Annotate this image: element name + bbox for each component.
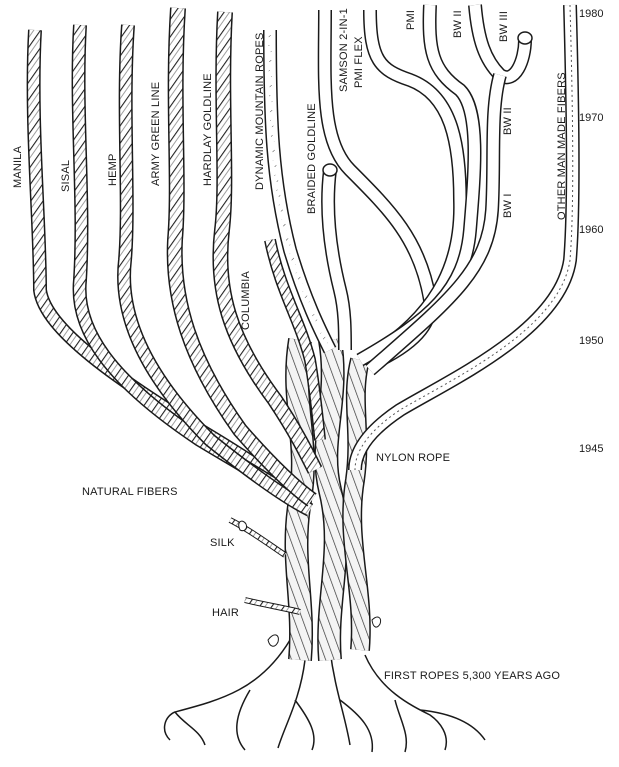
label-dynamic-mountain-ropes: DYNAMIC MOUNTAIN ROPES — [254, 32, 266, 190]
label-hemp: HEMP — [107, 153, 119, 186]
label-silk: SILK — [210, 537, 235, 549]
root-mid-left — [278, 660, 314, 750]
label-first-ropes: FIRST ROPES 5,300 YEARS AGO — [384, 670, 560, 682]
branch-braided-goldline — [328, 170, 345, 350]
trunk-strand-3-fill — [352, 360, 361, 650]
label-columbia: COLUMBIA — [240, 271, 252, 330]
label-hardlay-goldline: HARDLAY GOLDLINE — [202, 73, 214, 186]
root-left — [165, 640, 290, 750]
year-label-1960: 1960 — [579, 224, 603, 236]
label-pmi-flex: PMI FLEX — [353, 36, 365, 88]
label-sisal: SISAL — [60, 160, 72, 192]
label-manila: MANILA — [12, 146, 24, 188]
year-label-1980: 1980 — [579, 8, 603, 20]
label-nylon-rope: NYLON ROPE — [376, 452, 450, 464]
label-hair: HAIR — [212, 607, 239, 619]
label-braided-goldline: BRAIDED GOLDLINE — [306, 103, 318, 214]
label-bw-i: BW I — [502, 193, 514, 218]
year-label-1945: 1945 — [579, 443, 603, 455]
trunk-strand-2-fill — [326, 340, 335, 660]
label-samson: SAMSON 2-IN-1 — [338, 8, 350, 92]
label-other-man-made-fibers: OTHER MAN MADE FIBERS — [556, 72, 568, 220]
label-bw-ii: BW II — [502, 107, 514, 135]
label-bw-ii-top: BW II — [452, 10, 464, 38]
label-bw-iii: BW III — [498, 11, 510, 42]
label-pmi: PMI — [405, 10, 417, 30]
bw-iii-end — [518, 32, 532, 44]
year-label-1950: 1950 — [579, 335, 603, 347]
root-mid — [330, 650, 372, 752]
label-natural-fibers: NATURAL FIBERS — [82, 486, 178, 498]
year-label-1970: 1970 — [579, 112, 603, 124]
label-army-green-line: ARMY GREEN LINE — [150, 82, 162, 186]
braided-goldline-end — [323, 164, 337, 176]
